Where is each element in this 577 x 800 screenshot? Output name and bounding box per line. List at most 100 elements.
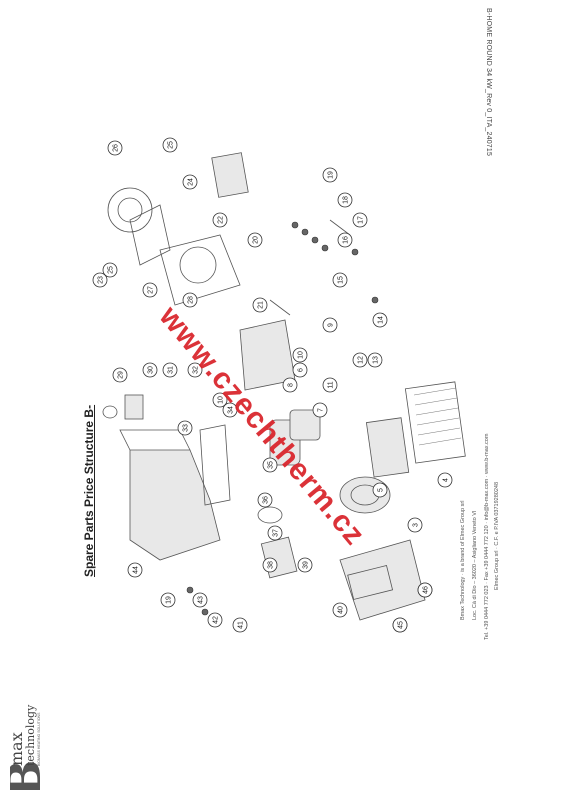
callout-25: 25 [102, 262, 118, 278]
callout-31: 31 [162, 362, 178, 378]
svg-text:13: 13 [373, 356, 380, 364]
svg-text:29: 29 [118, 371, 125, 379]
svg-text:3: 3 [413, 523, 420, 527]
callout-35: 35 [262, 457, 278, 473]
svg-text:44: 44 [133, 566, 140, 574]
callout-26: 26 [107, 140, 123, 156]
svg-text:12: 12 [358, 356, 365, 364]
svg-text:37: 37 [273, 529, 280, 537]
callout-38: 38 [262, 557, 278, 573]
callout-19: 19 [160, 592, 176, 608]
svg-text:7: 7 [318, 408, 325, 412]
svg-text:32: 32 [193, 366, 200, 374]
callout-10: 10 [212, 392, 228, 408]
svg-text:14: 14 [378, 316, 385, 324]
svg-text:25: 25 [108, 266, 115, 274]
svg-text:40: 40 [338, 606, 345, 614]
footer-line-3: Tel. +39 0444 772 023 · Fax +39 0444 772… [484, 433, 490, 640]
svg-text:45: 45 [398, 621, 405, 629]
svg-text:31: 31 [168, 366, 175, 374]
callout-8: 8 [282, 377, 298, 393]
callout-32: 32 [187, 362, 203, 378]
svg-text:17: 17 [358, 216, 365, 224]
svg-text:26: 26 [113, 144, 120, 152]
svg-text:25: 25 [168, 141, 175, 149]
svg-text:41: 41 [238, 621, 245, 629]
callout-22: 22 [212, 212, 228, 228]
callout-36: 36 [257, 492, 273, 508]
exploded-parts-diagram: 1234567891010111213141516171819192021222… [90, 120, 470, 640]
callout-16: 16 [337, 232, 353, 248]
svg-text:36: 36 [263, 496, 270, 504]
callout-25: 25 [162, 137, 178, 153]
bmax-logo: B max technology BIOMASS HEATING SOLUTIO… [0, 620, 55, 797]
part-body-46 [119, 429, 221, 561]
svg-text:42: 42 [213, 616, 220, 624]
svg-text:5: 5 [378, 488, 385, 492]
part-flange-27 [107, 187, 153, 233]
svg-text:38: 38 [268, 561, 275, 569]
callout-44: 44 [127, 562, 143, 578]
logo-line2: technology [24, 704, 37, 766]
callout-27: 27 [142, 282, 158, 298]
part-fan-8 [269, 409, 321, 466]
part-housing-28 [129, 204, 241, 306]
callout-19: 19 [322, 167, 338, 183]
callout-13: 13 [367, 352, 383, 368]
logo-tagline: BIOMASS HEATING SOLUTIONS [37, 712, 41, 766]
part-ring-31 [102, 405, 118, 419]
svg-text:19: 19 [328, 171, 335, 179]
svg-text:20: 20 [253, 236, 260, 244]
svg-text:34: 34 [228, 406, 235, 414]
callout-7: 7 [312, 402, 328, 418]
callout-37: 37 [267, 525, 283, 541]
callout-5: 5 [372, 482, 388, 498]
footer-line-2: Loc. Cà di Dio – 36020 – Asigliano Venet… [472, 510, 478, 620]
callout-6: 6 [292, 362, 308, 378]
svg-text:39: 39 [303, 561, 310, 569]
svg-text:18: 18 [343, 196, 350, 204]
callout-9: 9 [322, 317, 338, 333]
footer-line-4: Elmec Group srl · C.F. e P.IVA 037192802… [494, 481, 500, 590]
callout-46: 46 [417, 582, 433, 598]
svg-text:8: 8 [288, 383, 295, 387]
svg-text:10: 10 [218, 396, 225, 404]
callout-11: 11 [322, 377, 338, 393]
small-parts [186, 219, 379, 616]
callout-33: 33 [177, 420, 193, 436]
part-motor-24 [211, 152, 249, 198]
svg-text:10: 10 [298, 351, 305, 359]
svg-text:23: 23 [98, 276, 105, 284]
svg-text:16: 16 [343, 236, 350, 244]
svg-text:9: 9 [328, 323, 335, 327]
part-door-2 [339, 539, 426, 621]
part-grid-4 [404, 381, 466, 464]
callout-42: 42 [207, 612, 223, 628]
svg-text:6: 6 [298, 368, 305, 372]
callout-30: 30 [142, 362, 158, 378]
part-tube-32 [124, 394, 144, 420]
logo-line1: max [10, 732, 26, 766]
part-door-40 [260, 536, 298, 579]
callout-23: 23 [92, 272, 108, 288]
callout-40: 40 [332, 602, 348, 618]
callout-28: 28 [182, 292, 198, 308]
svg-text:21: 21 [258, 301, 265, 309]
svg-text:11: 11 [328, 381, 335, 388]
svg-text:22: 22 [218, 216, 225, 224]
part-ring-39 [257, 506, 283, 524]
callout-43: 43 [192, 592, 208, 608]
callout-10: 10 [292, 347, 308, 363]
svg-text:30: 30 [148, 366, 155, 374]
svg-text:4: 4 [443, 478, 450, 482]
svg-text:46: 46 [423, 586, 430, 594]
callout-24: 24 [182, 174, 198, 190]
svg-text:28: 28 [188, 296, 195, 304]
svg-text:35: 35 [268, 461, 275, 469]
svg-text:33: 33 [183, 424, 190, 432]
callout-21: 21 [252, 297, 268, 313]
callout-12: 12 [352, 352, 368, 368]
svg-text:43: 43 [198, 596, 205, 604]
callout-15: 15 [332, 272, 348, 288]
callout-29: 29 [112, 367, 128, 383]
